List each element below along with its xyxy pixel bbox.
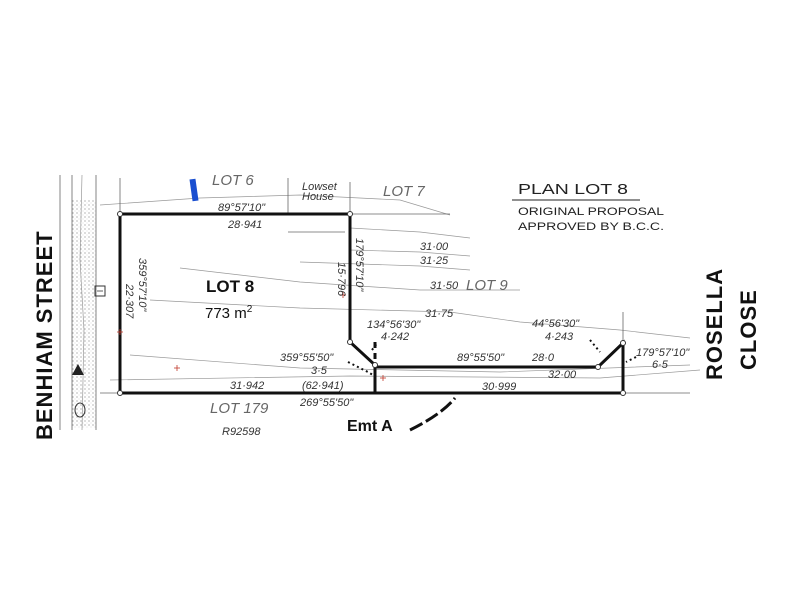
- dim-mid-bearing: 179°57'10": [353, 238, 365, 292]
- contour-label-2: 31·25: [420, 255, 449, 267]
- dim-angle1-length: 4·242: [381, 331, 409, 343]
- lot8-label: LOT 8: [206, 277, 254, 296]
- dim-south-bearing: 269°55'50": [299, 397, 354, 409]
- lot8-boundary: [118, 212, 625, 395]
- lot8-area: 773 m2: [205, 304, 253, 322]
- dim-east-length: 6·5: [652, 359, 669, 371]
- easement-label: Emt A: [347, 418, 393, 435]
- lot179-ref: R92598: [222, 426, 261, 438]
- street-benhiam-label: BENHIAM STREET: [32, 230, 57, 440]
- neighbour-boundaries: [100, 178, 690, 394]
- street-features: [72, 285, 106, 418]
- dim-angle1-bearing: 134°56'30": [367, 319, 421, 331]
- lowset-house-line2: House: [302, 191, 334, 203]
- street-rosella-label: ROSELLA: [702, 268, 727, 380]
- lot179-label: LOT 179: [210, 400, 269, 417]
- plan-subtitle-2: APPROVED BY B.C.C.: [518, 221, 664, 233]
- dim-west-bearing: 359°57'10": [136, 258, 148, 312]
- dim-top-bearing: 89°57'10": [218, 202, 266, 214]
- dim-east-bearing: 179°57'10": [636, 347, 690, 359]
- plan-subtitle-1: ORIGINAL PROPOSAL: [518, 206, 664, 218]
- street-close-label: CLOSE: [736, 289, 761, 370]
- dim-angle2-length: 4·243: [545, 331, 574, 343]
- dim-south-total: (62·941): [302, 380, 344, 392]
- dim-short-length: 3·5: [311, 365, 328, 377]
- contour-label-1: 31·00: [420, 241, 449, 253]
- corner-marks: [117, 211, 626, 396]
- contour-label-4: 31·75: [425, 308, 454, 320]
- lot7-label: LOT 7: [383, 183, 425, 200]
- dim-handle-length: 28·0: [531, 352, 555, 364]
- dim-mid-length: 15·796: [335, 262, 347, 297]
- easement-pointer: [409, 397, 457, 432]
- dim-handle-bearing: 89°55'50": [457, 352, 505, 364]
- contour-label-5: 32·00: [548, 369, 577, 381]
- lowset-house-line1: Lowset: [302, 181, 338, 193]
- lot6-label: LOT 6: [212, 172, 254, 189]
- lot9-label: LOT 9: [466, 277, 508, 294]
- dim-south-right-length: 30·999: [482, 381, 516, 393]
- dim-south-left-length: 31·942: [230, 380, 264, 392]
- street-verge: [59, 174, 97, 431]
- plan-title: PLAN LOT 8: [518, 181, 628, 198]
- dim-west-length: 22·307: [123, 283, 135, 319]
- blue-marker: [189, 178, 199, 202]
- survey-marks: [117, 292, 386, 381]
- contour-label-3: 31·50: [430, 280, 459, 292]
- dim-short-bearing: 359°55'50": [280, 352, 334, 364]
- leader-lines: [347, 339, 637, 378]
- dim-top-length: 28·941: [227, 219, 262, 231]
- dim-angle2-bearing: 44°56'30": [532, 318, 580, 330]
